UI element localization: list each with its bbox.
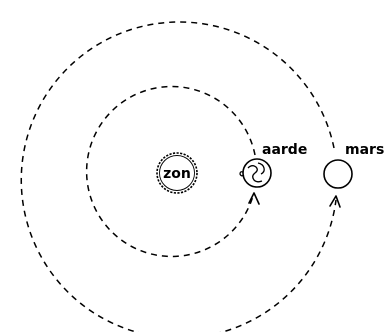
earth-orbit-arrow <box>248 192 260 205</box>
mars-planet-icon <box>323 159 353 189</box>
sun-label: zon <box>163 166 191 182</box>
earth-label: aarde <box>262 142 307 158</box>
mars-orbit-arrow <box>329 195 341 208</box>
sun: zon <box>156 152 198 194</box>
earth-globe-icon <box>242 158 272 188</box>
mars: mars <box>323 142 384 189</box>
earth: aarde <box>239 142 307 188</box>
mars-label: mars <box>345 142 384 158</box>
earth-orbit <box>85 85 256 258</box>
